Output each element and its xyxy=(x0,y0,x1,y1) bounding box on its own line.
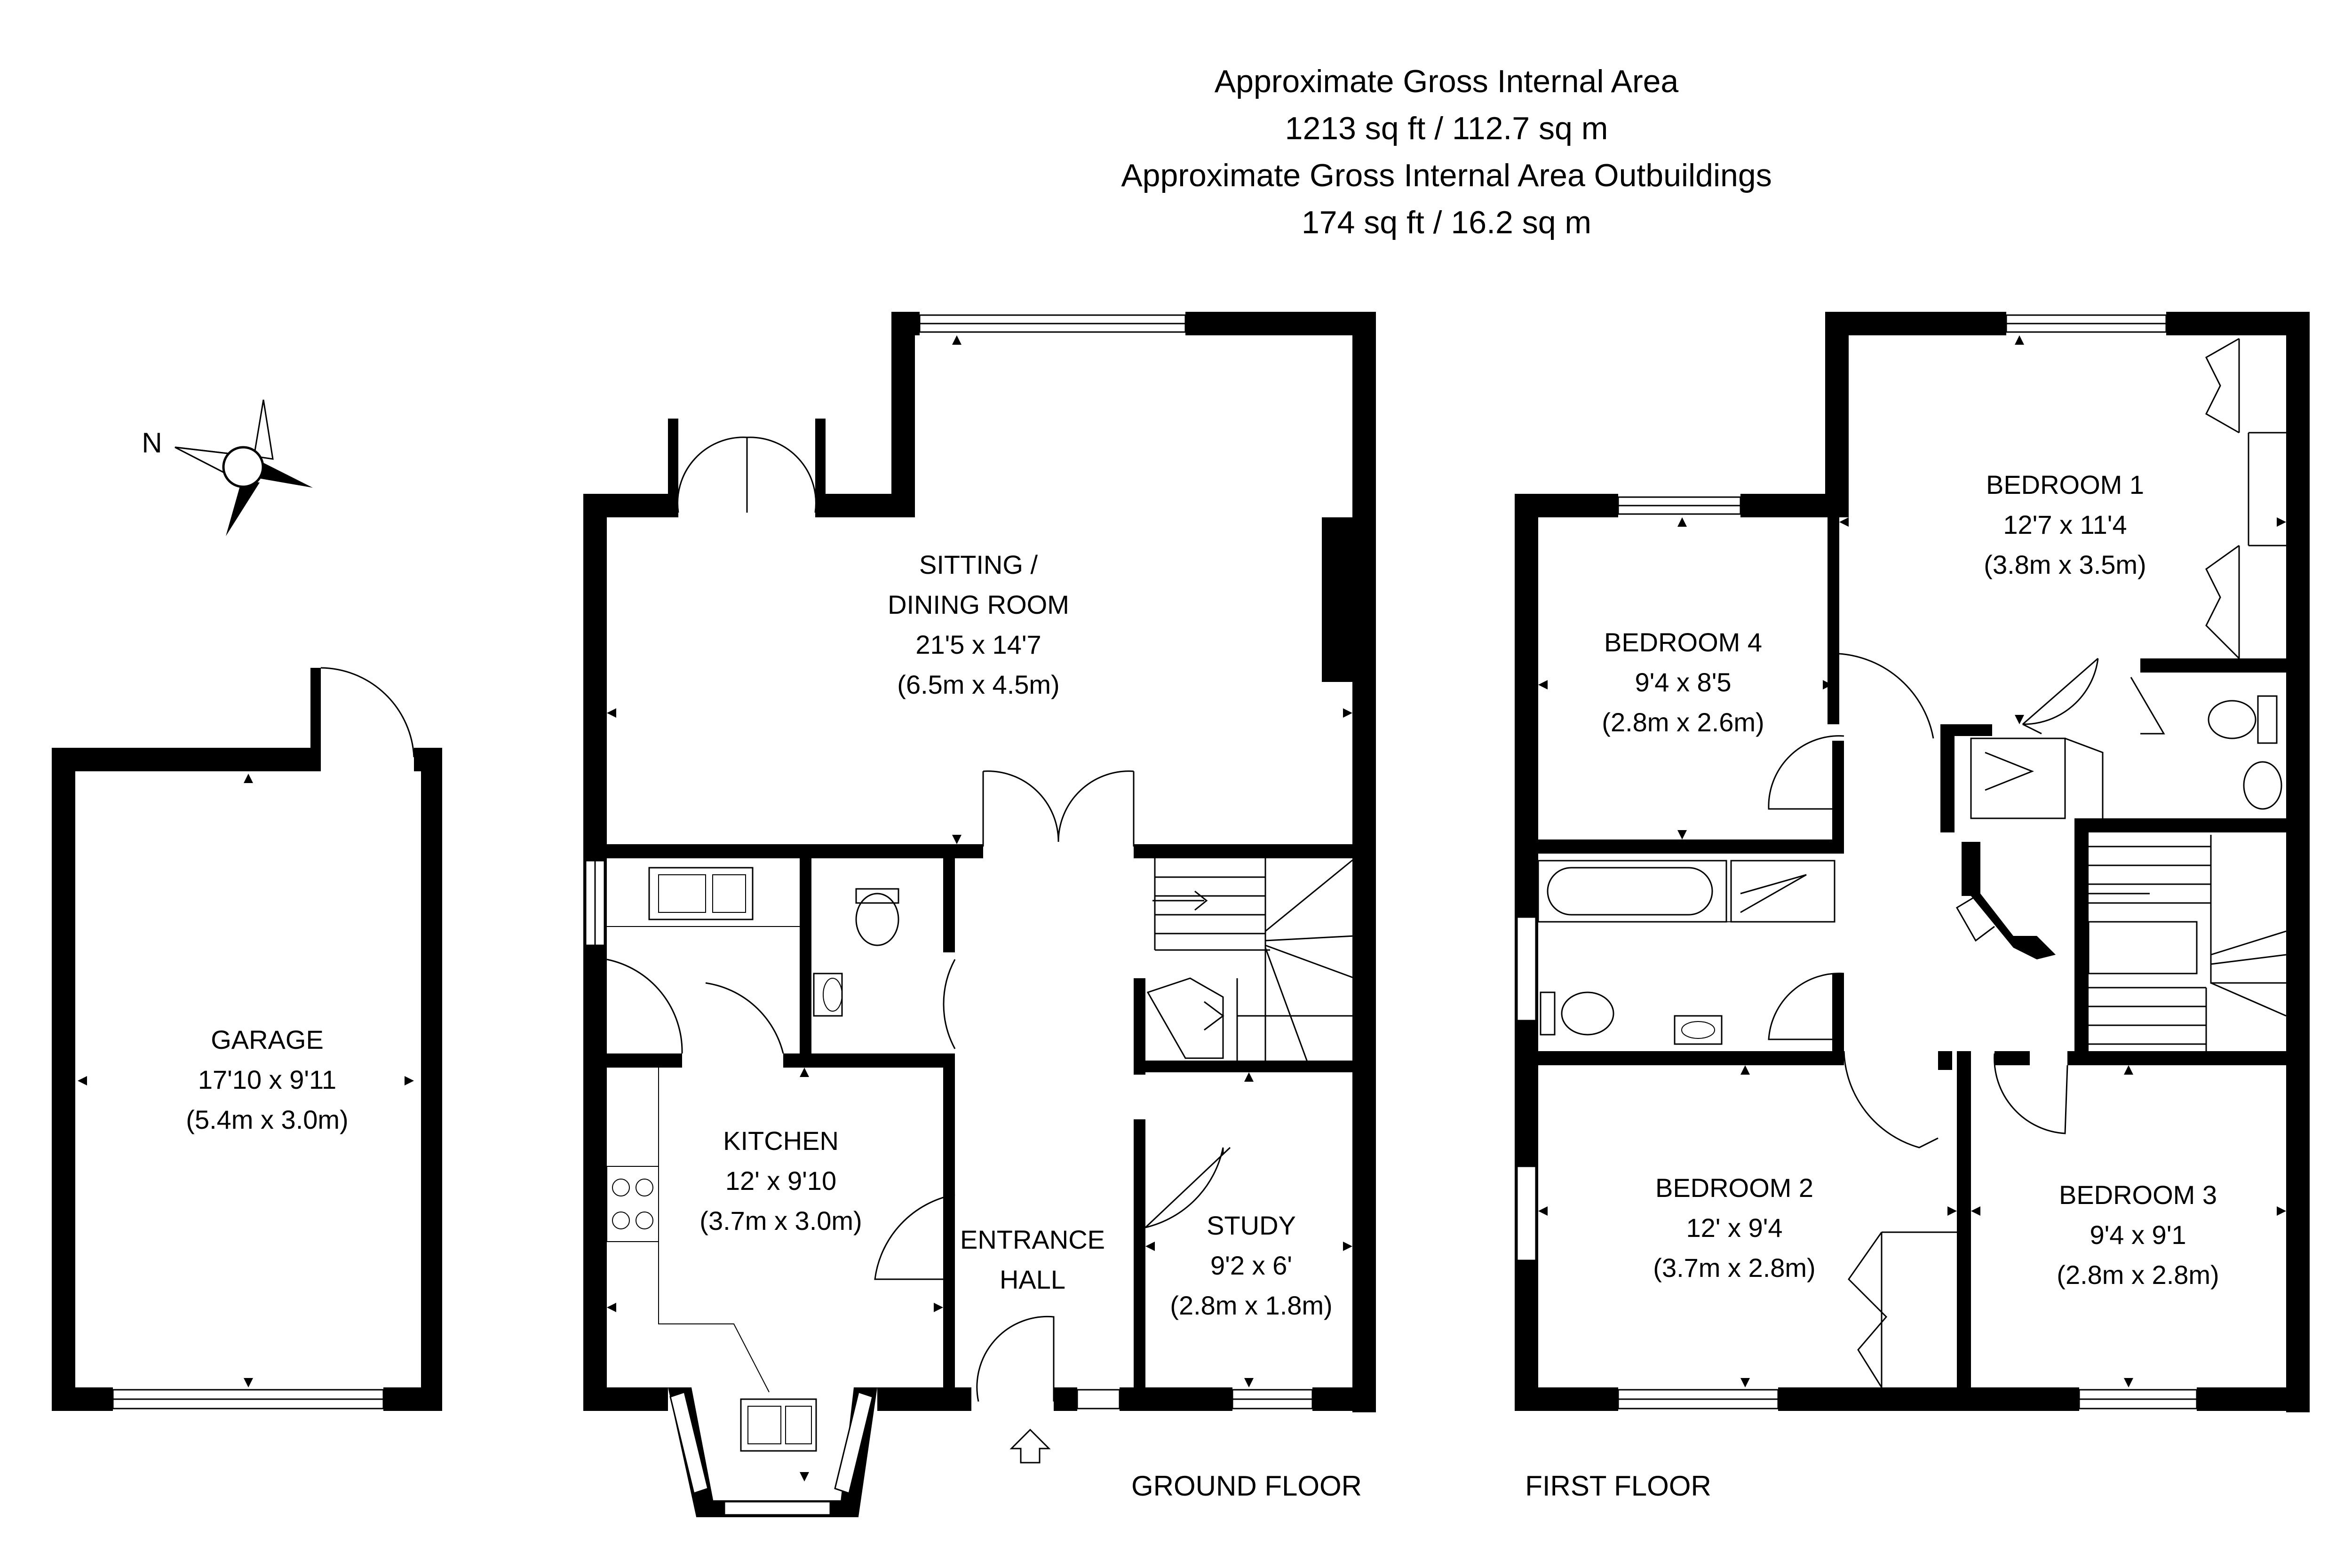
bedroom3-name: BEDROOM 3 xyxy=(2059,1180,2217,1210)
first-floor-label: FIRST FLOOR xyxy=(1525,1470,1711,1502)
bedroom1-metric: (3.8m x 3.5m) xyxy=(1984,550,2146,579)
bedroom3-metric: (2.8m x 2.8m) xyxy=(2057,1260,2219,1290)
bedroom2-name: BEDROOM 2 xyxy=(1655,1173,1813,1203)
study-imperial: 9'2 x 6' xyxy=(1210,1251,1292,1280)
area-title: Approximate Gross Internal Area xyxy=(1215,63,1679,99)
sitting-metric: (6.5m x 4.5m) xyxy=(897,670,1059,699)
kitchen-imperial: 12' x 9'10 xyxy=(725,1166,836,1196)
bedroom3-imperial: 9'4 x 9'1 xyxy=(2090,1220,2186,1250)
sitting-name-2: DINING ROOM xyxy=(888,590,1069,619)
entrance-name-1: ENTRANCE xyxy=(960,1225,1105,1254)
bedroom4-metric: (2.8m x 2.6m) xyxy=(1602,707,1764,737)
bedroom2-imperial: 12' x 9'4 xyxy=(1686,1213,1782,1243)
garage-name: GARAGE xyxy=(211,1025,324,1054)
bedroom4-imperial: 9'4 x 8'5 xyxy=(1635,667,1731,697)
garage-metric: (5.4m x 3.0m) xyxy=(186,1105,348,1134)
bedroom1-imperial: 12'7 x 11'4 xyxy=(2003,510,2127,539)
bedroom1-name: BEDROOM 1 xyxy=(1986,470,2144,499)
outbuildings-value: 174 sq ft / 16.2 sq m xyxy=(1302,205,1591,240)
sitting-imperial: 21'5 x 14'7 xyxy=(915,630,1041,659)
bedroom2-metric: (3.7m x 2.8m) xyxy=(1653,1253,1815,1283)
kitchen-name: KITCHEN xyxy=(723,1126,839,1156)
kitchen-metric: (3.7m x 3.0m) xyxy=(699,1206,862,1235)
study-metric: (2.8m x 1.8m) xyxy=(1170,1291,1332,1320)
area-header: Approximate Gross Internal Area 1213 sq … xyxy=(1121,63,1772,240)
study-name: STUDY xyxy=(1207,1211,1296,1240)
ground-floor: SITTING / DINING ROOM 21'5 x 14'7 (6.5m … xyxy=(583,312,1376,1517)
outbuildings-title: Approximate Gross Internal Area Outbuild… xyxy=(1121,158,1772,193)
ground-floor-label: GROUND FLOOR xyxy=(1131,1470,1362,1502)
entrance-name-2: HALL xyxy=(1000,1265,1065,1294)
garage-imperial: 17'10 x 9'11 xyxy=(198,1065,336,1094)
area-value: 1213 sq ft / 112.7 sq m xyxy=(1285,111,1608,146)
compass-rose-icon: N xyxy=(142,399,313,536)
compass-north-label: N xyxy=(142,427,162,459)
garage: GARAGE 17'10 x 9'11 (5.4m x 3.0m) xyxy=(52,667,442,1411)
sitting-name-1: SITTING / xyxy=(919,550,1038,579)
first-floor: BEDROOM 4 9'4 x 8'5 (2.8m x 2.6m) BEDROO… xyxy=(1515,312,2310,1412)
bedroom4-name: BEDROOM 4 xyxy=(1604,627,1762,657)
